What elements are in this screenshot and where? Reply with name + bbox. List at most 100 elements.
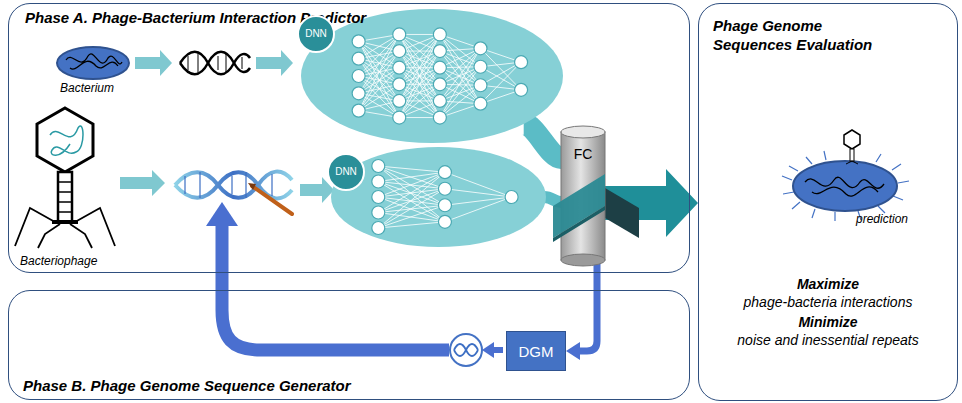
connector — [544, 197, 561, 202]
dnn-badge: DNN — [297, 15, 335, 53]
band-connector — [524, 124, 561, 158]
editing-tool — [248, 183, 292, 214]
neuron — [433, 78, 446, 91]
neuron — [433, 94, 446, 107]
node-text: noise and inessential repeats — [699, 332, 957, 348]
arrow-head — [566, 342, 580, 360]
synapse-line — [378, 172, 445, 228]
neuron — [438, 215, 451, 228]
connector — [566, 264, 597, 360]
neuron — [433, 61, 446, 74]
synapse-line — [378, 205, 445, 228]
synapse-line — [378, 189, 445, 228]
synapse-line — [378, 182, 445, 222]
synapse-line — [378, 166, 445, 222]
synapse-line — [440, 67, 481, 118]
arrow-line — [578, 264, 597, 351]
phase-panel: Phase A. Phage-Bacterium Interaction Pre… — [8, 3, 690, 273]
phase-panel: Phase B. Phage Genome Sequence Generator… — [8, 290, 690, 400]
caption-label: prediction — [856, 212, 908, 226]
node-text: Maximize — [699, 276, 957, 292]
neuron — [438, 199, 451, 212]
node-text: phage-bacteria interactions — [699, 294, 957, 310]
neuron — [474, 42, 487, 55]
neuron — [474, 79, 487, 92]
bacterium-icon — [57, 47, 129, 79]
dgm-box: DGM — [506, 331, 566, 371]
evaluation-panel: Phage Genome Sequences EvaluationMaximiz… — [698, 3, 958, 401]
synapse-line — [445, 197, 512, 222]
neuron — [393, 94, 406, 107]
neuron — [372, 222, 385, 235]
neuron — [372, 191, 385, 204]
neuron — [352, 87, 365, 100]
neuron — [372, 175, 385, 188]
synapse-line — [378, 172, 445, 212]
infected-bacterium — [782, 130, 909, 221]
fc-cylinder: FC — [561, 126, 605, 266]
neuron — [352, 70, 365, 83]
synapse-line — [399, 34, 440, 117]
synapse-line — [445, 189, 512, 197]
neuron — [438, 182, 451, 195]
block-arrow — [605, 169, 698, 237]
band-connector — [544, 197, 561, 202]
neuron — [393, 61, 406, 74]
dna-token — [450, 334, 482, 366]
neuron — [372, 160, 385, 173]
dnn-badge: DNN — [327, 153, 365, 191]
node-text: Minimize — [699, 314, 957, 330]
neuron — [505, 191, 518, 204]
neuron — [393, 45, 406, 58]
dna-helix — [180, 52, 250, 75]
ribbon-front — [553, 174, 605, 238]
bacteriophage-icon — [15, 108, 115, 248]
flow-arrow — [120, 170, 165, 196]
flow-arrow — [135, 50, 172, 76]
node-text: Phase B. Phage Genome Sequence Generator — [23, 377, 351, 394]
neuron — [515, 83, 528, 96]
neural-net — [301, 9, 563, 143]
neuron — [352, 104, 365, 117]
synapse-line — [399, 34, 440, 117]
neuron — [515, 56, 528, 69]
synapse-line — [378, 172, 445, 197]
cylinder-top — [561, 126, 605, 138]
dnn-network: DNN — [301, 9, 563, 143]
synapse-line — [378, 222, 445, 228]
synapse-line — [378, 166, 445, 205]
neural-net — [331, 147, 546, 247]
neuron — [474, 97, 487, 110]
neuron — [433, 28, 446, 41]
synapse-line — [399, 68, 440, 118]
neuron — [352, 52, 365, 65]
caption-label: Bacteriophage — [20, 254, 97, 268]
caption-label: Bacterium — [60, 81, 114, 95]
node-text: Phage Genome Sequences Evaluation — [713, 16, 895, 54]
connector — [605, 169, 698, 237]
dnn-network: DNN — [331, 147, 546, 247]
ribbon-edge — [553, 206, 605, 242]
flow-arrow — [256, 50, 293, 76]
synapse-line — [445, 172, 512, 197]
arrow-head — [206, 202, 238, 226]
dna-helix — [175, 172, 292, 199]
synapse-line — [378, 213, 445, 222]
neuron — [433, 111, 446, 124]
arrow-head — [482, 342, 494, 358]
neuron — [438, 166, 451, 179]
node-text: FC — [561, 146, 605, 162]
synapse-line — [378, 189, 445, 197]
neuron — [393, 28, 406, 41]
neuron — [393, 111, 406, 124]
neuron — [393, 78, 406, 91]
node-text: DGM — [507, 332, 565, 370]
neuron — [474, 60, 487, 73]
ribbon-back — [605, 188, 639, 238]
neuron — [372, 206, 385, 219]
neuron — [352, 35, 365, 48]
neuron — [433, 45, 446, 58]
cylinder-bottom — [561, 254, 605, 266]
connector — [524, 124, 561, 158]
